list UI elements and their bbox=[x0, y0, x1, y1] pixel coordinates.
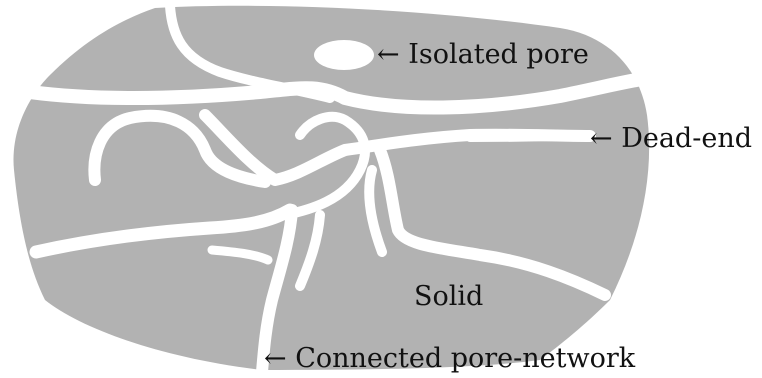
isolated-pore bbox=[314, 40, 374, 70]
label-connected-pore-network: ← Connected pore-network bbox=[264, 343, 636, 374]
pore-channel-dead-end bbox=[470, 136, 586, 138]
label-isolated-pore: ← Isolated pore bbox=[377, 39, 589, 70]
label-dead-end: ← Dead-end bbox=[590, 123, 752, 154]
label-solid: Solid bbox=[414, 281, 483, 312]
